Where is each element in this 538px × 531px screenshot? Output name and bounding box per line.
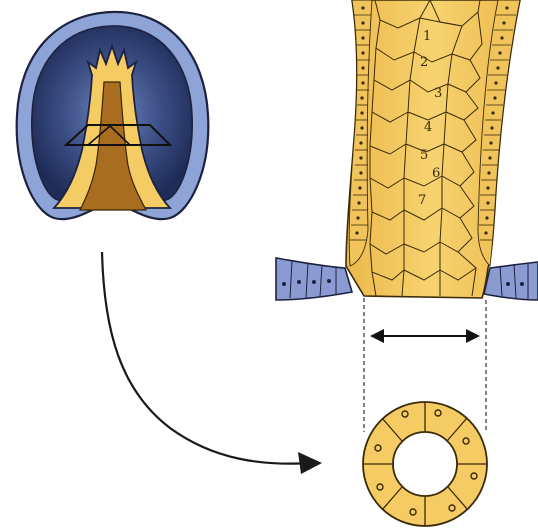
neural-tube-section: 1 2 3 4 5 6 7 — [276, 0, 538, 300]
cell-label-7: 7 — [418, 193, 426, 208]
double-headed-arrow-icon — [370, 329, 480, 343]
embryo — [17, 12, 209, 219]
cell-label-3: 3 — [434, 86, 442, 101]
cell-label-2: 2 — [420, 55, 428, 70]
cell-label-6: 6 — [432, 166, 440, 181]
cell-label-4: 4 — [424, 120, 432, 135]
neural-tube-ring — [363, 402, 487, 526]
ring-lumen — [393, 432, 457, 496]
ectoderm-right — [484, 262, 538, 300]
ectoderm-left — [276, 258, 352, 300]
cell-label-1: 1 — [423, 29, 431, 44]
cell-label-5: 5 — [420, 148, 428, 163]
